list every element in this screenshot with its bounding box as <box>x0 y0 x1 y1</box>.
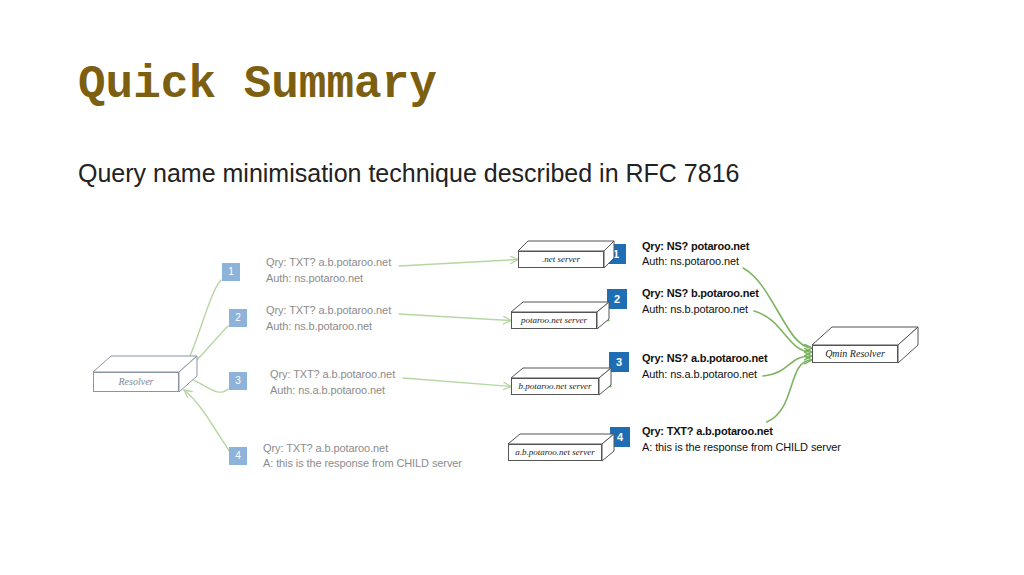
query-arrow <box>602 360 812 453</box>
node-label: potaroo.net server <box>521 316 587 325</box>
answer-text: A: this is the response from CHILD serve… <box>263 456 462 470</box>
answer-text: Auth: ns.b.potaroo.net <box>266 319 372 333</box>
callout-number: 1 <box>222 263 240 281</box>
callout-number: 4 <box>610 427 630 447</box>
query-text: Qry: NS? b.potaroo.net <box>642 286 759 300</box>
callout-number: 3 <box>229 372 247 390</box>
query-text: Qry: TXT? a.b.potaroo.net <box>270 367 395 381</box>
box-face <box>511 368 611 378</box>
box-face <box>602 434 614 461</box>
query-text: Qry: TXT? a.b.potaroo.net <box>266 255 391 269</box>
node-label: b.potaroo.net server <box>519 382 592 391</box>
query-text: Qry: NS? a.b.potaroo.net <box>642 351 767 365</box>
box-face <box>597 302 609 329</box>
answer-text: Auth: ns.a.b.potaroo.net <box>642 367 757 381</box>
box-face <box>812 327 918 345</box>
resolver-box: Qmin Resolver <box>812 345 898 363</box>
node-label: Qmin Resolver <box>825 349 885 359</box>
query-arrow <box>597 311 812 352</box>
box-face <box>518 241 614 251</box>
query-text: Qry: NS? potaroo.net <box>642 239 749 253</box>
subtitle-text: Query name minimisation technique descri… <box>78 158 739 188</box>
answer-text: Auth: ns.a.b.potaroo.net <box>270 383 385 397</box>
query-text: Qry: TXT? a.b.potaroo.net <box>266 303 391 317</box>
node-label: a.b.potaroo.net server <box>515 448 595 457</box>
server-box: .net server <box>518 251 604 268</box>
answer-text: Auth: ns.b.potaroo.net <box>642 302 748 316</box>
callout-number: 3 <box>609 352 629 372</box>
box-face <box>604 241 614 268</box>
callout-number: 2 <box>229 309 247 327</box>
answer-text: Auth: ns.potaroo.net <box>642 254 739 268</box>
query-text: Qry: TXT? a.b.potaroo.net <box>642 424 773 438</box>
node-label: .net server <box>542 255 580 264</box>
server-box: potaroo.net server <box>511 312 597 329</box>
answer-text: Auth: ns.potaroo.net <box>266 271 363 285</box>
callout-number: 2 <box>607 289 627 309</box>
box-face <box>898 327 918 363</box>
callout-number: 4 <box>229 447 247 465</box>
node-label: Resolver <box>119 377 154 387</box>
callout-number: 1 <box>606 244 626 264</box>
response-curve <box>184 390 230 452</box>
query-arrow <box>604 260 812 349</box>
server-box: a.b.potaroo.net server <box>508 444 602 461</box>
box-face <box>508 434 614 444</box>
answer-text: A: this is the response from CHILD serve… <box>642 440 841 454</box>
query-arrow <box>179 260 518 375</box>
box-face <box>599 368 611 395</box>
server-box: b.potaroo.net server <box>511 378 599 395</box>
box-face <box>511 302 609 312</box>
query-text: Qry: TXT? a.b.potaroo.net <box>263 441 388 455</box>
box-face <box>179 356 197 392</box>
resolver-box: Resolver <box>93 372 179 392</box>
slide-title: Quick Summary <box>78 62 437 108</box>
box-face <box>93 356 197 372</box>
